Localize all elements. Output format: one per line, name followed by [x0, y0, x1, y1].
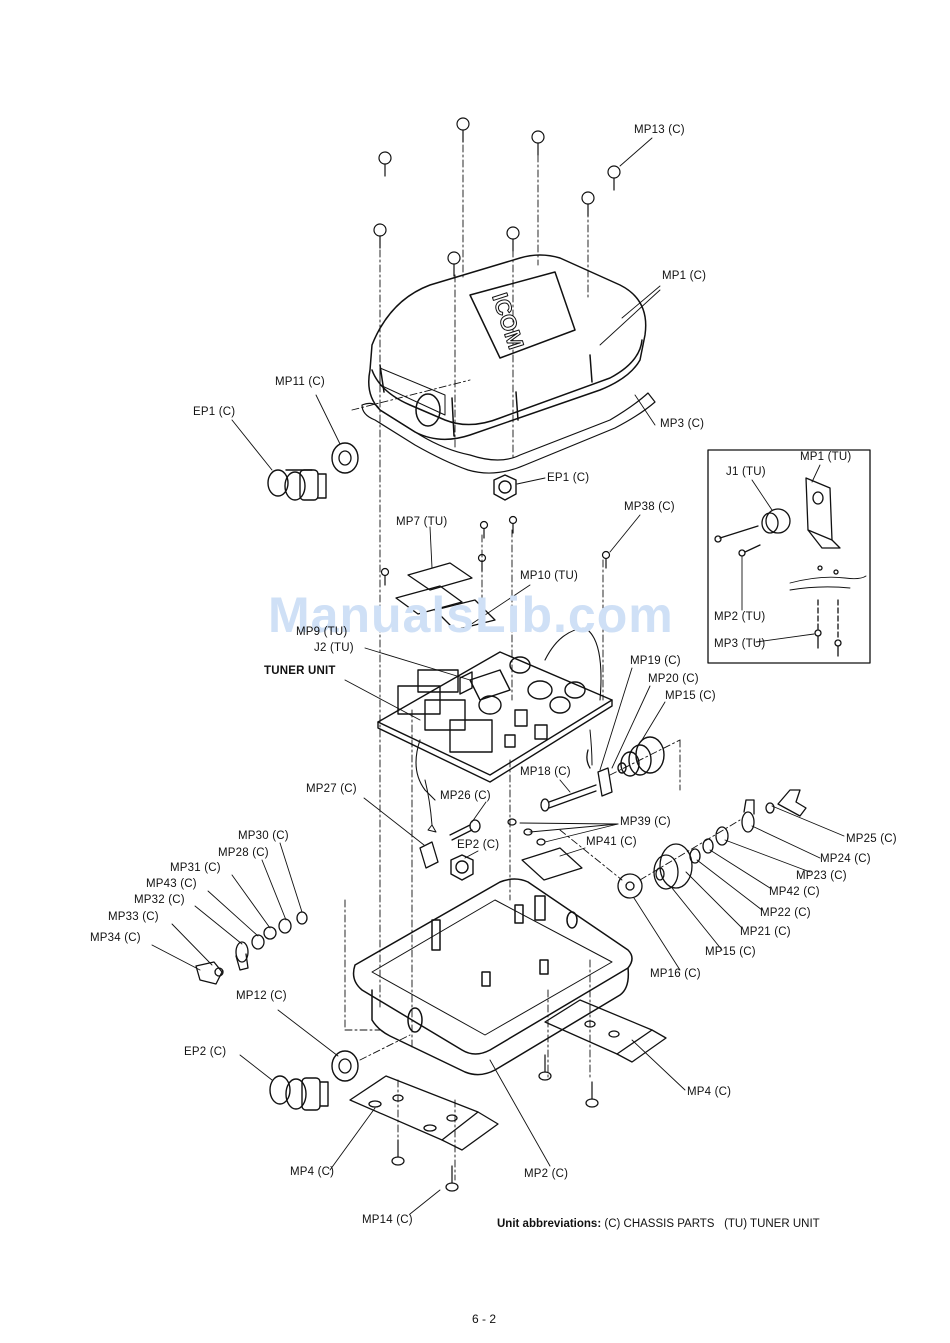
label-mp26-c: MP26 (C) [440, 790, 491, 802]
label-mp23-c: MP23 (C) [796, 870, 847, 882]
label-mp1-c: MP1 (C) [662, 270, 707, 282]
abbreviations-values: (C) CHASSIS PARTS (TU) TUNER UNIT [604, 1218, 820, 1230]
mp18-screw [540, 784, 597, 812]
ep2-nut [450, 854, 474, 881]
mp27-clip [419, 841, 439, 869]
label-mp32-c: MP32 (C) [134, 894, 185, 906]
label-mp9-tu: MP9 (TU) [296, 626, 348, 638]
label-mp15-c-top: MP15 (C) [665, 690, 716, 702]
assembly-guide-lines [344, 144, 741, 1181]
label-mp31-c: MP31 (C) [170, 862, 221, 874]
mp41-plate [521, 847, 583, 881]
label-mp18-c: MP18 (C) [520, 766, 571, 778]
leader-lines [151, 137, 845, 1215]
label-mp10-tu: MP10 (TU) [520, 570, 579, 582]
ep1-nut [493, 474, 517, 501]
label-mp38-c: MP38 (C) [624, 501, 675, 513]
label-mp15-c-bottom: MP15 (C) [705, 946, 756, 958]
tuner-screw [380, 515, 611, 586]
gasket [361, 392, 656, 474]
mp26-screw [449, 819, 481, 841]
label-mp24-c: MP24 (C) [820, 853, 871, 865]
label-mp12-c: MP12 (C) [236, 990, 287, 1002]
watermark: ManualsLib.com [268, 587, 674, 643]
label-mp28-c: MP28 (C) [218, 847, 269, 859]
mp14-screw [391, 1054, 599, 1192]
label-mp19-c: MP19 (C) [630, 655, 681, 667]
label-mp21-c: MP21 (C) [740, 926, 791, 938]
mp4-bracket-right [544, 999, 667, 1063]
base-chassis [352, 878, 633, 1076]
right-hardware-stack [617, 789, 807, 899]
label-mp4-c-right: MP4 (C) [687, 1086, 732, 1098]
label-tuner-unit: TUNER UNIT [264, 665, 336, 677]
cover-screw [373, 117, 621, 277]
label-mp34-c: MP34 (C) [90, 932, 141, 944]
tuner-board [377, 627, 613, 801]
label-mp1-tu: MP1 (TU) [800, 451, 852, 463]
label-j1-tu: J1 (TU) [726, 466, 766, 478]
mp7-plate [395, 562, 496, 631]
label-mp3-tu: MP3 (TU) [714, 638, 766, 650]
label-ep2-c-left: EP2 (C) [184, 1046, 227, 1058]
label-ep1-c-left: EP1 (C) [193, 406, 236, 418]
ep2-connector-left [269, 1075, 329, 1111]
mp15-pulley-top [617, 736, 665, 777]
mp12-washer [331, 1050, 359, 1082]
label-ep1-c: EP1 (C) [547, 472, 590, 484]
label-mp11-c: MP11 (C) [275, 376, 325, 388]
label-mp33-c: MP33 (C) [108, 911, 159, 923]
label-mp13-c: MP13 (C) [634, 124, 685, 136]
label-mp7-tu: MP7 (TU) [396, 516, 448, 528]
unit-abbreviations: Unit abbreviations: (C) CHASSIS PARTS (T… [497, 1218, 820, 1230]
label-mp14-c: MP14 (C) [362, 1214, 413, 1226]
mp19-bracket [586, 749, 613, 797]
label-mp39-c: MP39 (C) [620, 816, 671, 828]
label-mp16-c: MP16 (C) [650, 968, 701, 980]
label-mp30-c: MP30 (C) [238, 830, 289, 842]
abbreviations-key: Unit abbreviations: [497, 1218, 602, 1230]
label-mp27-c: MP27 (C) [306, 783, 357, 795]
mp4-bracket-left [349, 1075, 499, 1151]
label-mp41-c: MP41 (C) [586, 836, 637, 848]
page-number: 6 - 2 [472, 1312, 497, 1326]
mp11-washer [331, 442, 359, 474]
label-ep2-c: EP2 (C) [457, 839, 500, 851]
ep1-connector-left [267, 469, 327, 501]
label-mp3-c: MP3 (C) [660, 418, 705, 430]
left-hardware-stack [195, 911, 308, 985]
label-mp2-c: MP2 (C) [524, 1168, 569, 1180]
label-mp2-tu: MP2 (TU) [714, 611, 766, 623]
label-j2-tu: J2 (TU) [314, 642, 354, 654]
label-mp20-c: MP20 (C) [648, 673, 699, 685]
label-mp25-c: MP25 (C) [846, 833, 897, 845]
tuner-wire [424, 729, 593, 833]
label-mp42-c: MP42 (C) [769, 886, 820, 898]
label-mp4-c-left: MP4 (C) [290, 1166, 335, 1178]
label-mp43-c: MP43 (C) [146, 878, 197, 890]
inset-box [707, 449, 871, 664]
label-mp22-c: MP22 (C) [760, 907, 811, 919]
